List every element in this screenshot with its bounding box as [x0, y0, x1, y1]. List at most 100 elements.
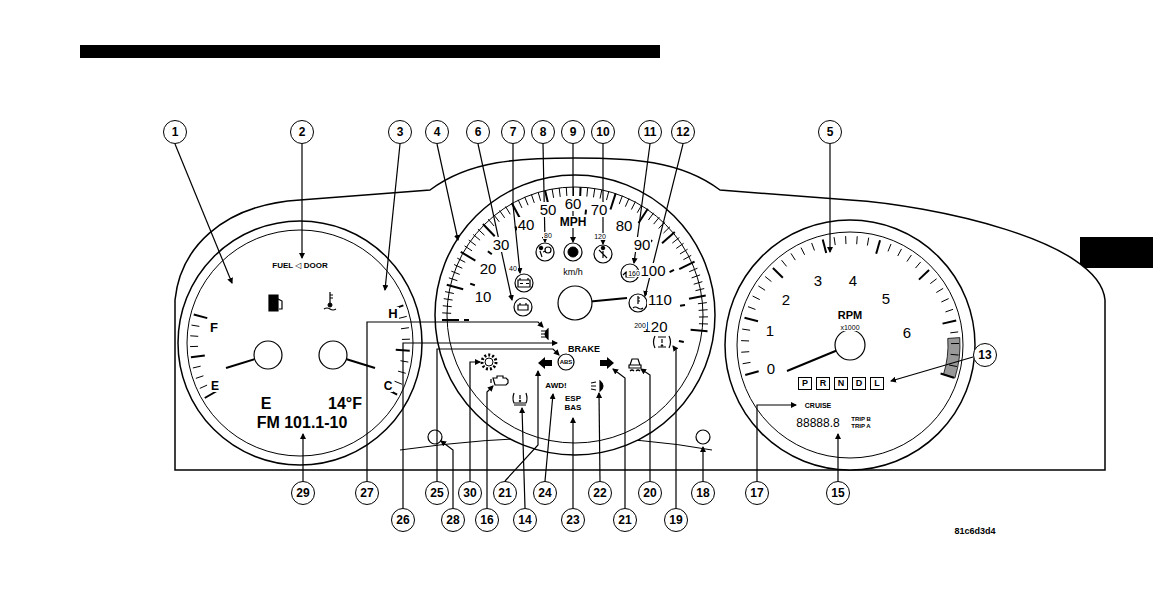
seatbelt-head	[601, 246, 605, 250]
node-text: 28	[446, 514, 459, 526]
skid-car-icon	[629, 359, 641, 371]
dial-tick	[585, 210, 587, 215]
node-text: 6	[475, 126, 482, 138]
dial-tick	[943, 320, 957, 323]
dial-tick	[193, 366, 201, 368]
node-text: 25	[430, 487, 443, 499]
kmh-number: 160	[627, 270, 641, 277]
dial-tick	[399, 316, 407, 318]
dial-tick	[782, 260, 787, 266]
dial-tick	[610, 193, 615, 209]
node-text: 29	[296, 487, 309, 499]
indicator-dot	[568, 247, 578, 257]
node-text: 19	[669, 514, 682, 526]
node-text: 21	[618, 514, 631, 526]
callout-number: 3	[388, 120, 412, 144]
dial-tick	[488, 251, 492, 254]
dial-tick	[443, 305, 452, 307]
dial-number: 110	[647, 292, 673, 307]
callout-number: 12	[671, 120, 695, 144]
dial-tick	[194, 315, 208, 319]
dial-tick	[190, 346, 198, 347]
node-text: 24	[538, 487, 551, 499]
node-text: 2	[299, 126, 306, 138]
warning-text: BRAKE	[567, 345, 601, 354]
node-text: 18	[696, 487, 709, 499]
dial-tick	[470, 284, 475, 286]
dial-number: 5	[881, 291, 891, 306]
dial-number: 2	[781, 292, 791, 307]
callout-number: 28	[441, 508, 465, 532]
dial-tick	[190, 335, 198, 337]
leader-line	[301, 144, 302, 258]
seatbelt-lamp	[594, 245, 612, 263]
callout-number: 15	[826, 481, 850, 505]
dial-tick	[205, 391, 217, 398]
callout-number: 22	[588, 481, 612, 505]
callout-number: 21	[613, 508, 637, 532]
dial-number: 4	[848, 273, 858, 288]
dial-tick	[765, 277, 771, 282]
callout-number: 29	[291, 481, 315, 505]
callout-number: 24	[533, 481, 557, 505]
right-turn-arrow	[600, 357, 614, 369]
dial-tick	[699, 323, 708, 324]
dial-tick	[689, 268, 697, 272]
dial-tick	[670, 270, 674, 272]
node-text: 26	[396, 514, 409, 526]
node-text: 7	[510, 126, 517, 138]
transmission-icon	[518, 303, 528, 310]
node-text: 17	[750, 487, 763, 499]
fuel-door-note: FUEL ◁ DOOR	[271, 262, 328, 270]
dial-number: 6	[902, 325, 912, 340]
airbag-bag	[545, 247, 551, 253]
dial-number: 10	[474, 289, 493, 304]
gear-indicator: R	[816, 377, 830, 390]
node-text: 3	[397, 126, 404, 138]
dial-tick	[395, 381, 402, 384]
dial-tick	[654, 217, 660, 224]
unit-label: km/h	[562, 268, 584, 277]
dial-tick	[834, 237, 835, 245]
leader-line	[437, 144, 458, 240]
odometer-text: 88888.8	[795, 417, 840, 429]
callout-number: 26	[391, 508, 415, 532]
leader-line	[891, 357, 973, 381]
dial-tick	[552, 189, 554, 198]
dial-tick	[856, 236, 858, 244]
callout-number: 14	[513, 508, 537, 532]
seatbelt-figure	[599, 250, 607, 258]
coolant-bulb	[328, 303, 332, 307]
dial-number: 1	[765, 323, 775, 338]
gauge-mark: C	[383, 380, 394, 392]
dial-tick	[488, 219, 494, 226]
node-text: R	[820, 379, 827, 388]
unit-label: MPH	[559, 216, 588, 228]
dial-tick	[698, 303, 707, 304]
leader-line	[572, 418, 573, 508]
dial-tick	[676, 243, 683, 248]
node-text: 5	[827, 126, 834, 138]
section-tab	[1080, 237, 1153, 268]
dial-tick	[867, 238, 868, 246]
leader-line	[478, 144, 512, 300]
dial-tick	[689, 296, 706, 299]
dial-tick	[845, 236, 846, 244]
dial-tick	[907, 255, 912, 262]
callout-number: 27	[355, 481, 379, 505]
dial-tick	[823, 239, 827, 253]
dial-tick	[888, 244, 891, 251]
dial-number: 20	[479, 261, 498, 276]
speedometer-bezel	[435, 175, 715, 455]
node-text: 16	[480, 514, 493, 526]
abs-lamp	[558, 354, 574, 370]
dial-tick	[791, 253, 795, 260]
leader-line	[702, 447, 703, 481]
callout-number: 9	[561, 120, 585, 144]
dial-number: 60	[564, 196, 583, 211]
figure-code: 81c6d3d4	[953, 527, 996, 536]
dial-tick	[741, 340, 749, 341]
dial-tick	[500, 210, 505, 217]
dial-tick	[950, 331, 958, 333]
